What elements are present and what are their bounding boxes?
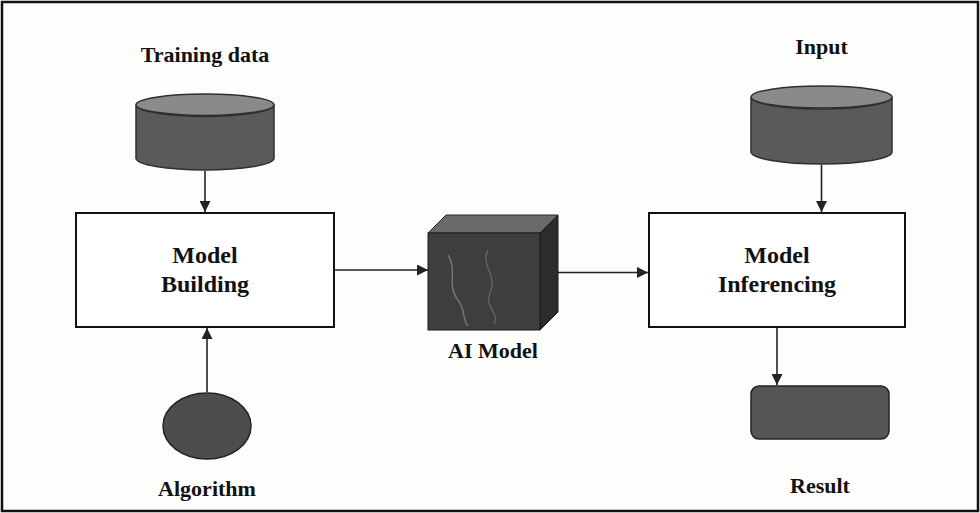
- ellipse-shape: [163, 393, 251, 459]
- model-cube: AI Model: [428, 215, 558, 330]
- flow-arrow: [821, 165, 823, 212]
- cylinder-top: [751, 86, 892, 108]
- box-label: Model Building: [130, 241, 280, 299]
- result-box-outline: [750, 385, 890, 440]
- box-label: Model Inferencing: [702, 241, 852, 299]
- database-cylinder-outline: [135, 93, 275, 171]
- node-label: AI Model: [448, 338, 538, 363]
- result-box: Result: [750, 385, 890, 440]
- rounded-rect-shape: [751, 386, 889, 439]
- node-label: Result: [790, 473, 850, 498]
- model-cube-outline: [428, 215, 558, 330]
- algorithm-ellipse: Algorithm: [162, 392, 252, 460]
- cube-front: [428, 233, 540, 330]
- cube-top: [428, 215, 558, 233]
- process-box: Model Building: [75, 212, 335, 328]
- node-label: Training data: [141, 42, 270, 67]
- flow-arrow: [206, 328, 208, 392]
- flow-arrow: [558, 272, 648, 274]
- database-cylinder-outline: [750, 85, 893, 165]
- cylinder-top: [136, 94, 274, 115]
- cube-texture: [486, 250, 495, 324]
- algorithm-ellipse-outline: [162, 392, 252, 460]
- cube-texture: [448, 255, 468, 326]
- cube-side: [540, 215, 558, 330]
- flow-arrow: [204, 171, 206, 212]
- flow-arrow: [776, 328, 778, 385]
- flow-arrow: [335, 269, 428, 271]
- node-label: Input: [795, 34, 848, 59]
- database-cylinder: Input: [750, 85, 893, 165]
- node-label: Algorithm: [158, 476, 256, 501]
- database-cylinder: Training data: [135, 93, 275, 171]
- process-box: Model Inferencing: [648, 212, 906, 328]
